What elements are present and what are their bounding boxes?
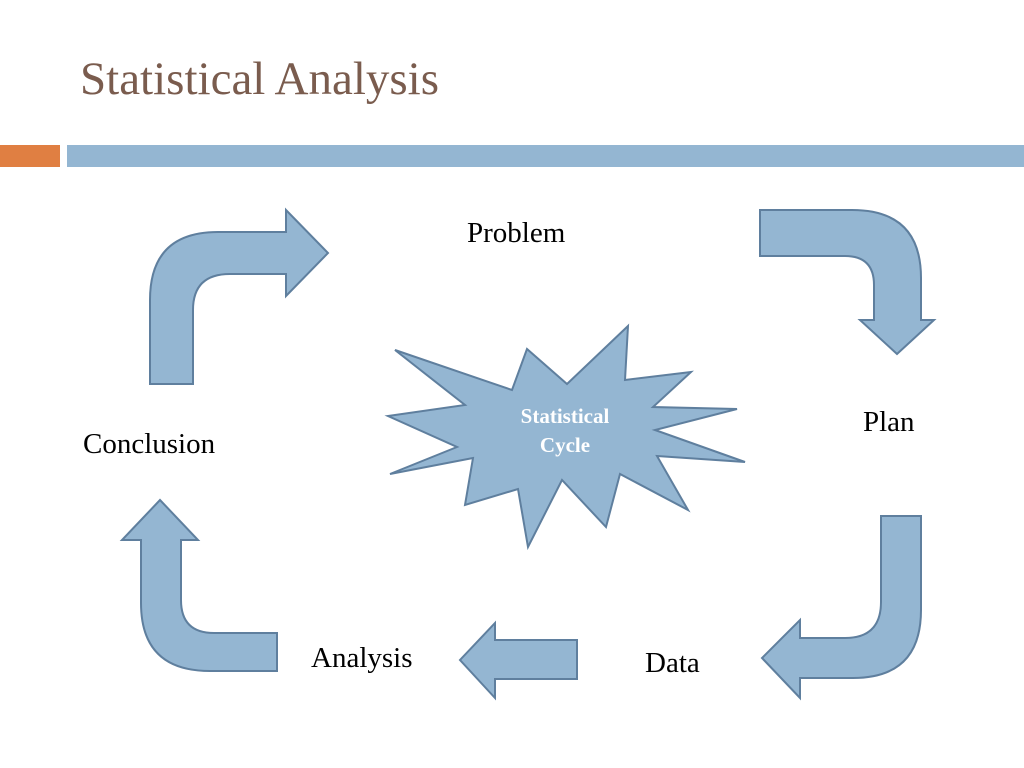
arrow-analysis-to-conclusion: [119, 498, 278, 672]
statistical-cycle-label: Statistical Cycle: [490, 402, 640, 461]
center-label-line1: Statistical: [520, 404, 610, 428]
slide-title: Statistical Analysis: [80, 53, 440, 105]
stage-label-problem: Problem: [467, 217, 566, 249]
arrow-conclusion-to-problem: [149, 207, 330, 385]
stage-label-plan: Plan: [863, 406, 915, 438]
accent-bar: [0, 145, 60, 167]
stage-label-analysis: Analysis: [311, 642, 413, 674]
arrow-plan-to-data: [760, 515, 922, 701]
header-bar: [67, 145, 1024, 167]
center-label-line2: Cycle: [539, 433, 591, 458]
stage-label-data: Data: [645, 647, 700, 679]
arrow-problem-to-plan: [759, 209, 937, 356]
arrow-data-to-analysis: [458, 620, 578, 701]
statistical-cycle-burst: [384, 323, 746, 551]
stage-label-conclusion: Conclusion: [83, 428, 216, 460]
